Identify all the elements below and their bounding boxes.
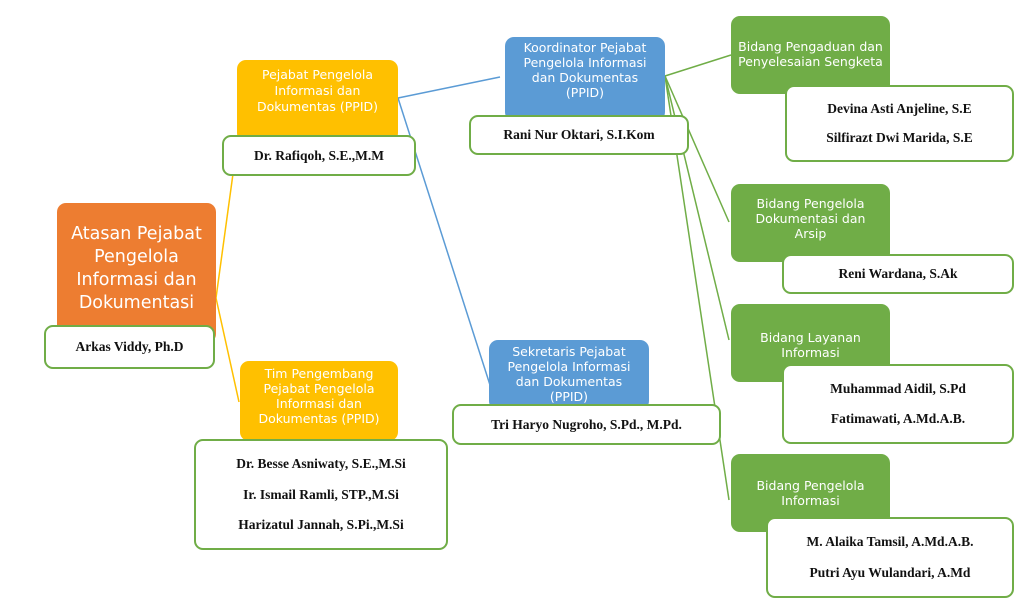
name-box-informasi: M. Alaika Tamsil, A.Md.A.B. Putri Ayu Wu…	[766, 517, 1014, 598]
node-bidang-dokumentasi-title: Bidang Pengelola Dokumentasi dan Arsip	[755, 196, 866, 241]
link-koordinator-pengaduan	[664, 54, 732, 77]
node-tim-pengembang: Tim Pengembang Pejabat Pengelola Informa…	[240, 361, 398, 441]
person-name: Reni Wardana, S.Ak	[838, 266, 958, 281]
node-bidang-informasi-title: Bidang Pengelola Informasi	[756, 478, 865, 508]
name-box-pengaduan: Devina Asti Anjeline, S.E Silfirazt Dwi …	[785, 85, 1014, 162]
node-sekretaris: Sekretaris Pejabat Pengelola Informasi d…	[489, 340, 649, 410]
link-root-tim	[215, 297, 240, 403]
name-box-dokumentasi: Reni Wardana, S.Ak	[782, 254, 1014, 294]
node-atasan-ppid-title: Atasan Pejabat Pengelola Informasi dan D…	[71, 224, 202, 313]
node-tim-pengembang-title: Tim Pengembang Pejabat Pengelola Informa…	[258, 366, 380, 426]
node-bidang-dokumentasi: Bidang Pengelola Dokumentasi dan Arsip	[731, 184, 890, 262]
node-bidang-pengaduan-title: Bidang Pengaduan dan Penyelesaian Sengke…	[738, 39, 883, 69]
node-ppid: Pejabat Pengelola Informasi dan Dokument…	[237, 60, 398, 142]
node-bidang-layanan-title: Bidang Layanan Informasi	[760, 330, 861, 360]
name-box-ppid: Dr. Rafiqoh, S.E.,M.M	[222, 135, 416, 176]
name-box-layanan: Muhammad Aidil, S.Pd Fatimawati, A.Md.A.…	[782, 364, 1014, 444]
name-box-tim: Dr. Besse Asniwaty, S.E.,M.Si Ir. Ismail…	[194, 439, 448, 550]
name-box-sekretaris: Tri Haryo Nugroho, S.Pd., M.Pd.	[452, 404, 721, 445]
person-name: Harizatul Jannah, S.Pi.,M.Si	[238, 517, 404, 533]
node-atasan-ppid: Atasan Pejabat Pengelola Informasi dan D…	[57, 203, 216, 343]
link-ppid-koordinator	[397, 76, 501, 99]
person-name: Tri Haryo Nugroho, S.Pd., M.Pd.	[491, 416, 682, 432]
person-name: Ir. Ismail Ramli, STP.,M.Si	[243, 486, 399, 502]
person-name: Dr. Rafiqoh, S.E.,M.M	[253, 147, 384, 163]
node-ppid-title: Pejabat Pengelola Informasi dan Dokument…	[256, 67, 379, 114]
name-box-atasan: Arkas Viddy, Ph.D	[44, 325, 215, 369]
node-sekretaris-title: Sekretaris Pejabat Pengelola Informasi d…	[507, 344, 631, 404]
person-name: Dr. Besse Asniwaty, S.E.,M.Si	[236, 455, 406, 471]
person-name: Rani Nur Oktari, S.I.Kom	[503, 127, 655, 142]
person-name: M. Alaika Tamsil, A.Md.A.B.	[806, 534, 974, 549]
node-bidang-pengaduan: Bidang Pengaduan dan Penyelesaian Sengke…	[731, 16, 890, 94]
person-name: Putri Ayu Wulandari, A.Md	[809, 565, 971, 580]
person-name: Devina Asti Anjeline, S.E	[827, 100, 972, 116]
person-name: Muhammad Aidil, S.Pd	[830, 380, 966, 396]
node-koordinator: Koordinator Pejabat Pengelola Informasi …	[505, 37, 665, 121]
name-box-koordinator: Rani Nur Oktari, S.I.Kom	[469, 115, 689, 155]
node-koordinator-title: Koordinator Pejabat Pengelola Informasi …	[523, 40, 647, 100]
person-name: Fatimawati, A.Md.A.B.	[830, 411, 966, 427]
person-name: Arkas Viddy, Ph.D	[75, 339, 184, 354]
person-name: Silfirazt Dwi Marida, S.E	[826, 130, 973, 146]
